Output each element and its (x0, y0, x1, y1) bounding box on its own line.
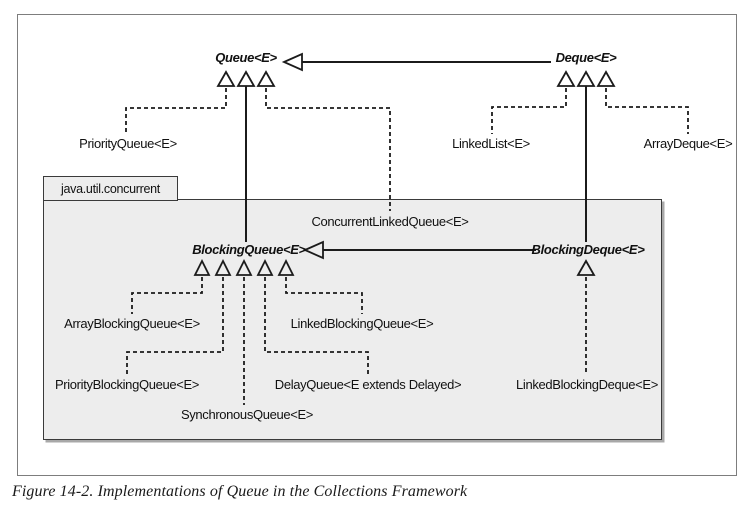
realization-arrowhead (214, 258, 232, 276)
realization-arrowhead (193, 258, 211, 276)
edge-blockingqueue-extends-queue (236, 70, 256, 242)
node-priority-blocking-queue: PriorityBlockingQueue<E> (54, 377, 200, 392)
edge-linkedlist-implements-deque (491, 70, 576, 134)
edge-arraydeque-implements-deque (596, 70, 689, 134)
package-box-java-util-concurrent (43, 199, 662, 440)
edge-linkedblockingqueue-implements-blockingqueue (277, 258, 363, 314)
node-deque: Deque<E> (555, 50, 617, 65)
edge-delayqueue-implements-blockingqueue (256, 258, 369, 375)
edge-blockingdeque-extends-deque (576, 70, 596, 242)
edge-linkedblockingdeque-implements-blockingdeque (576, 259, 596, 375)
realization-arrowhead (576, 259, 596, 276)
node-queue: Queue<E> (215, 50, 277, 65)
package-tab: java.util.concurrent (43, 176, 178, 201)
node-linked-list: LinkedList<E> (452, 136, 530, 151)
node-delay-queue: DelayQueue<E extends Delayed> (274, 377, 462, 392)
realization-arrowhead (596, 70, 616, 87)
package-label: java.util.concurrent (61, 181, 160, 196)
generalization-arrowhead (281, 52, 303, 72)
edge-synchronousqueue-implements-blockingqueue (235, 258, 253, 405)
node-concurrent-linked-queue: ConcurrentLinkedQueue<E> (311, 214, 469, 229)
node-blocking-deque: BlockingDeque<E> (531, 242, 645, 257)
node-linked-blocking-deque: LinkedBlockingDeque<E> (516, 377, 658, 392)
realization-arrowhead (256, 70, 276, 87)
generalization-arrowhead (576, 70, 596, 87)
figure-caption: Figure 14-2. Implementations of Queue in… (12, 483, 468, 500)
edge-deque-extends-queue (281, 52, 551, 72)
node-array-deque: ArrayDeque<E> (643, 136, 733, 151)
realization-arrowhead (216, 70, 236, 87)
edge-arrayblockingqueue-implements-blockingqueue (131, 258, 211, 314)
generalization-arrowhead (302, 240, 324, 260)
edge-priorityblockingqueue-implements-blockingqueue (126, 258, 232, 375)
edge-priorityqueue-implements-queue (125, 70, 236, 134)
generalization-arrowhead (236, 70, 256, 87)
realization-arrowhead (256, 258, 274, 276)
realization-arrowhead (556, 70, 576, 87)
node-synchronous-queue: SynchronousQueue<E> (180, 407, 314, 422)
node-blocking-queue: BlockingQueue<E> (192, 242, 306, 257)
node-priority-queue: PriorityQueue<E> (79, 136, 177, 151)
edge-blockingdeque-extends-blockingqueue (302, 240, 536, 260)
node-array-blocking-queue: ArrayBlockingQueue<E> (64, 316, 200, 331)
node-linked-blocking-queue: LinkedBlockingQueue<E> (290, 316, 434, 331)
edge-concurrentlinkedqueue-implements-queue (256, 70, 391, 211)
realization-arrowhead (277, 258, 295, 276)
realization-arrowhead (235, 258, 253, 276)
